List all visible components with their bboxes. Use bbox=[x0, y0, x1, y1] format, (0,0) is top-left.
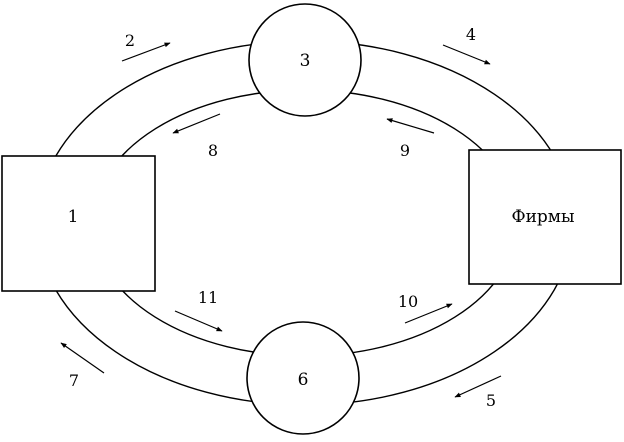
flow-arrow-10 bbox=[404, 303, 453, 324]
flow-label-4: 4 bbox=[466, 25, 476, 44]
inner-flow-ring bbox=[92, 89, 518, 357]
flow-label-8: 8 bbox=[208, 141, 218, 160]
flow-label-2: 2 bbox=[125, 31, 135, 50]
flow-arrow-2 bbox=[121, 42, 171, 62]
flow-label-10: 10 bbox=[398, 292, 418, 311]
flow-arrow-7 bbox=[60, 342, 105, 374]
top-circle-label: 3 bbox=[300, 51, 311, 71]
left-box bbox=[1, 155, 156, 292]
flow-arrow-5 bbox=[454, 375, 502, 398]
flow-arrow-4 bbox=[442, 44, 491, 65]
flow-label-11: 11 bbox=[198, 288, 218, 307]
top-circle bbox=[248, 3, 362, 117]
left-box-label: 1 bbox=[68, 207, 79, 227]
firms-box bbox=[468, 149, 622, 285]
flow-arrow-8 bbox=[172, 113, 221, 134]
flow-arrow-9 bbox=[386, 118, 435, 134]
bottom-circle-label: 6 bbox=[298, 370, 309, 390]
firms-box-label: Фирмы bbox=[511, 207, 574, 227]
flow-label-9: 9 bbox=[400, 141, 410, 160]
flow-arrow-11 bbox=[174, 310, 223, 332]
flow-label-5: 5 bbox=[486, 391, 496, 410]
flow-label-7: 7 bbox=[69, 371, 79, 390]
bottom-circle bbox=[246, 321, 360, 435]
